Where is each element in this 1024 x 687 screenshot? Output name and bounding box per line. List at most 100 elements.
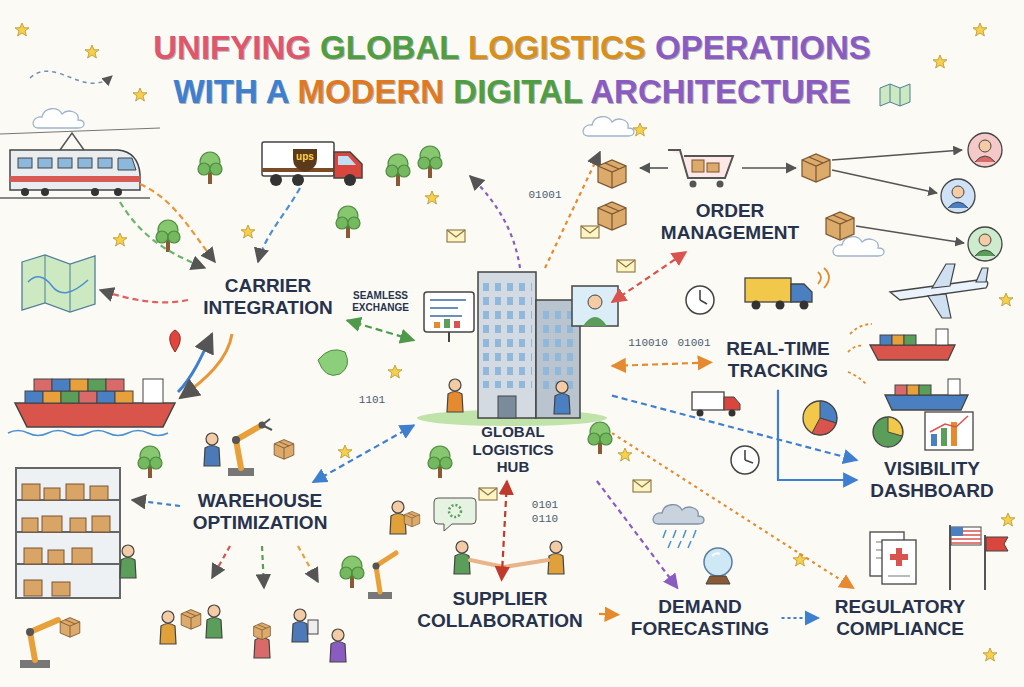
title-word: GLOBAL [320, 29, 459, 66]
warehouse-shelves [52, 582, 70, 596]
delivery-truck [270, 174, 282, 186]
tracking-icons [776, 301, 785, 310]
customer-avatar [968, 133, 1002, 167]
warehouse-shelves [24, 548, 42, 564]
supplier-handshake [454, 541, 470, 574]
dashboard-icons [925, 412, 973, 450]
supplier-handshake [548, 541, 564, 574]
cargo-ship [97, 391, 115, 403]
world-map [22, 255, 348, 375]
title-word: UNIFYING [153, 29, 311, 66]
hub-building [417, 272, 618, 426]
train [18, 158, 32, 168]
envelope [617, 260, 635, 272]
flow-arrow-decor [180, 334, 232, 398]
flow-arrow-decor [258, 188, 300, 262]
envelope [447, 226, 651, 500]
flow-arrow-decor [178, 334, 212, 392]
compliance-icons [951, 527, 981, 545]
title-word: MODERN [297, 73, 444, 110]
star [999, 293, 1013, 306]
flow-arrow-decor [298, 546, 318, 582]
concept-label: WAREHOUSE OPTIMIZATION [183, 486, 338, 538]
concept-label: CARRIER INTEGRATION [193, 271, 343, 323]
star [133, 88, 147, 101]
cloud [33, 109, 884, 256]
train [60, 133, 84, 150]
title-decor [880, 84, 910, 106]
warehouse-workers [292, 609, 308, 642]
robot-arm [30, 620, 58, 660]
title-word: OPERATIONS [655, 29, 871, 66]
dashboard-icons [931, 434, 937, 446]
title-word: ARCHITECTURE [590, 73, 850, 110]
label-text: REAL-TIME TRACKING [723, 338, 834, 382]
tracking-icons [697, 410, 704, 417]
forecast-icons [663, 530, 696, 548]
warehouse-workers [254, 623, 271, 640]
shopping-cart [826, 212, 854, 240]
tracking-icons [948, 379, 960, 395]
tracking-icons [895, 385, 907, 395]
cargo-ship [79, 391, 97, 403]
tree [340, 556, 364, 588]
warehouse-shelves [90, 486, 108, 500]
binary-code: 01001 [677, 337, 710, 350]
cargo-ship [43, 391, 61, 403]
shopping-cart [598, 160, 626, 188]
tracking-icons [892, 335, 904, 345]
shopping-cart [717, 181, 724, 188]
customer-avatar [941, 179, 975, 213]
concept-label: REGULATORY COMPLIANCE [823, 592, 978, 644]
tracking-icons [885, 395, 968, 410]
train [91, 188, 99, 196]
shopping-cart [707, 163, 719, 172]
cargo-ship [106, 379, 124, 391]
flow-arrow-decor [470, 176, 520, 268]
hub-building [588, 295, 602, 309]
concept-label: VISIBILITY DASHBOARD [861, 454, 1003, 506]
tree [418, 146, 442, 178]
shopping-cart [692, 160, 704, 172]
compliance-icons [890, 548, 908, 566]
delivery-truck [262, 142, 362, 186]
tracking-icons [686, 286, 714, 314]
customer-avatar [952, 186, 964, 198]
tracking-icons [724, 397, 740, 410]
cargo-ship [25, 391, 43, 403]
warehouse-shelves [22, 518, 38, 532]
supplier-handshake [449, 505, 461, 517]
page-title: UNIFYING GLOBAL LOGISTICS OPERATIONS WIT… [122, 26, 902, 114]
flow-arrow [612, 252, 686, 302]
robot-arm [274, 440, 294, 460]
train [98, 158, 112, 168]
star [1001, 513, 1015, 526]
delivery-truck [262, 142, 334, 176]
title-word: A [266, 73, 289, 110]
robot-arm [373, 563, 380, 570]
compliance-icons [986, 537, 1008, 551]
edge-label: SEAMLESS EXCHANGE [348, 289, 414, 315]
customer-avatar [941, 133, 1002, 261]
world-map [45, 255, 70, 312]
customer-avatar [979, 234, 991, 246]
forecast-icons [712, 553, 720, 556]
warehouse-workers [206, 605, 222, 638]
hub-building [454, 321, 460, 328]
flow-arrow-decor [856, 226, 964, 243]
delivery-truck [338, 156, 356, 165]
customer-avatar [948, 202, 968, 208]
dashboard-icons [930, 416, 968, 432]
cargo-ship [15, 403, 175, 427]
customer-avatar [979, 140, 991, 152]
tracking-icons [692, 392, 724, 410]
tracking-icons [870, 345, 955, 360]
flow-arrow-decor [140, 184, 215, 262]
hub-building [572, 286, 618, 326]
warehouse-shelves [48, 550, 64, 564]
hub-building [444, 319, 450, 328]
forecast-icons [653, 505, 704, 524]
robot-arm [26, 628, 34, 636]
robot-arm [60, 618, 80, 638]
